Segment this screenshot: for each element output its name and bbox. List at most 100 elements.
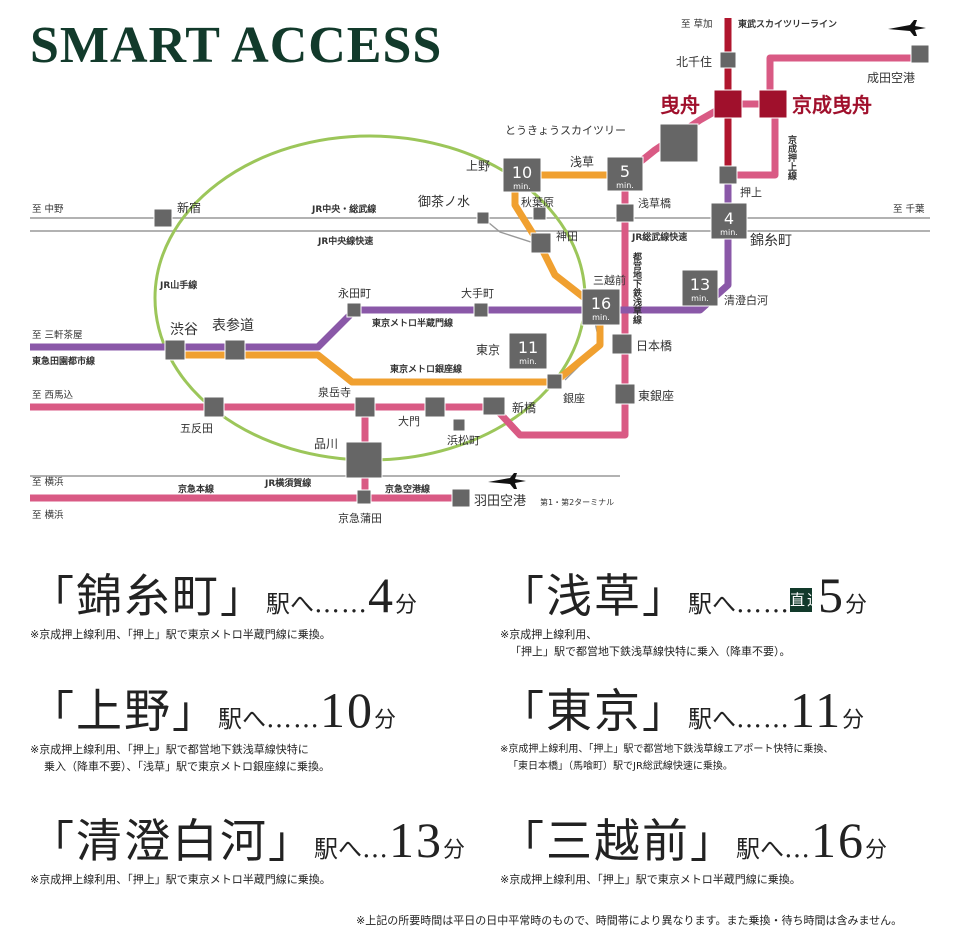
- name-shibuya: 渋谷: [170, 322, 198, 338]
- name-kitasenju: 北千住: [676, 55, 712, 69]
- badge-asakusa: 5 min.: [606, 156, 644, 192]
- name-ueno: 上野: [466, 159, 490, 173]
- line-sobu-rapid: JR総武線快速: [631, 231, 687, 243]
- name-mitsukoshimae: 三越前: [593, 273, 626, 287]
- name-haneda: 羽田空港: [474, 494, 526, 509]
- name-asakusa: 浅草: [570, 155, 594, 169]
- oshiage-line: [728, 104, 779, 179]
- direct-badge: 直通: [790, 588, 822, 612]
- access-mitsukoshimae: 「三越前」駅へ…16分 ※京成押上線利用、「押上」駅で東京メトロ半蔵門線に乗換。: [500, 812, 888, 886]
- svg-text:4: 4: [724, 209, 734, 228]
- svg-text:min.: min.: [592, 313, 610, 322]
- svg-text:min.: min.: [691, 294, 709, 303]
- line-keikyu: 京急本線: [178, 483, 214, 495]
- keisei-line: [728, 54, 918, 108]
- access-station: 東京: [546, 684, 642, 738]
- badge-kiyosumi: 13 min.: [681, 269, 719, 307]
- access-station: 錦糸町: [76, 569, 220, 623]
- dir-kusaka: 至 草加: [681, 18, 713, 30]
- name-skytree: とうきょうスカイツリー: [505, 124, 626, 137]
- access-station: 三越前: [546, 814, 690, 868]
- name-shinjuku: 新宿: [177, 200, 201, 215]
- name-akihabara: 秋葉原: [521, 195, 554, 209]
- dir-yokohama-2: 至 横浜: [32, 509, 64, 521]
- name-hamamatsucho: 浜松町: [447, 433, 480, 447]
- line-asakusa-vertical: 都営地下鉄浅草線: [631, 251, 643, 325]
- station-ochanomizu: [476, 211, 490, 225]
- name-haneda-sub: 第1・第2ターミナル: [540, 497, 614, 507]
- name-ochanomizu: 御茶ノ水: [418, 194, 470, 210]
- svg-text:min.: min.: [519, 357, 537, 366]
- route-map: 至 草加 至 中野 至 千葉 至 三軒茶屋 至 西馬込 至 横浜 至 横浜 東武…: [30, 18, 930, 525]
- station-hikifune: [713, 89, 743, 119]
- access-asakusa: 「浅草」駅へ……直通5分 ※京成押上線利用、 「押上」駅で都営地下鉄浅草線快特に…: [500, 567, 868, 658]
- station-kanda: [530, 232, 552, 254]
- station-otemachi: [473, 302, 489, 318]
- line-keikyu-airport: 京急空港線: [385, 483, 430, 495]
- line-ginza: 東京メトロ銀座線: [390, 363, 462, 375]
- line-chuo-sobu: JR中央・総武線: [311, 203, 376, 215]
- line-toyoko: 東急田園都市線: [32, 355, 95, 367]
- station-asakusabashi: [615, 203, 635, 223]
- dir-nakano: 至 中野: [32, 203, 64, 215]
- access-station: 清澄白河: [76, 814, 268, 868]
- station-shibuya: [164, 339, 186, 361]
- station-gotanda: [203, 396, 225, 418]
- station-narita: [910, 44, 930, 64]
- svg-text:16: 16: [591, 294, 611, 313]
- access-station: 浅草: [546, 569, 642, 623]
- svg-text:13: 13: [690, 275, 710, 294]
- line-yokosuka: JR横須賀線: [264, 477, 311, 489]
- station-sengakuji: [354, 396, 376, 418]
- name-asakusabashi: 浅草橋: [638, 196, 671, 210]
- station-higashiginza: [614, 383, 636, 405]
- dir-yokohama-1: 至 横浜: [32, 476, 64, 488]
- station-keisei-hikifune: [758, 89, 788, 119]
- name-shinagawa: 品川: [314, 437, 338, 451]
- badge-tokyo: 11 min.: [508, 332, 548, 370]
- access-kiyosumi: 「清澄白河」駅へ…13分 ※京成押上線利用、「押上」駅で東京メトロ半蔵門線に乗換…: [30, 812, 466, 886]
- name-sengakuji: 泉岳寺: [318, 385, 351, 399]
- station-nihonbashi: [611, 333, 633, 355]
- line-hanzomon: 東京メトロ半蔵門線: [372, 317, 453, 329]
- station-hamamatsucho: [452, 418, 466, 432]
- svg-text:10: 10: [512, 163, 532, 182]
- svg-text:min.: min.: [616, 181, 634, 190]
- name-kinshicho: 錦糸町: [750, 232, 792, 249]
- line-yamanote: JR山手線: [159, 279, 197, 291]
- line-oshiage-vertical: 京成押上線: [786, 134, 797, 181]
- access-station: 上野: [76, 684, 172, 738]
- name-kiyosumi: 清澄白河: [724, 293, 768, 307]
- svg-text:min.: min.: [720, 228, 738, 237]
- name-tokyo: 東京: [476, 343, 500, 357]
- name-daimon: 大門: [398, 414, 420, 428]
- station-shinagawa: [345, 441, 383, 479]
- line-chuo-rapid: JR中央線快速: [317, 235, 373, 247]
- name-oshiage: 押上: [740, 185, 762, 199]
- station-ginza: [546, 373, 563, 390]
- svg-text:min.: min.: [513, 182, 531, 191]
- footnote: ※上記の所要時間は平日の日中平常時のもので、時間帯により異なります。また乗換・待…: [356, 914, 903, 927]
- station-shinjuku: [153, 208, 173, 228]
- name-nagatacho: 永田町: [338, 286, 371, 300]
- badge-kinshicho: 4 min.: [710, 202, 748, 240]
- name-shinbashi: 新橋: [512, 400, 536, 415]
- name-keikyukamata: 京急蒲田: [338, 511, 382, 525]
- name-hikifune: 曳舟: [660, 93, 700, 117]
- station-kitasenju: [719, 51, 737, 69]
- name-ginza: 銀座: [563, 391, 585, 405]
- name-narita: 成田空港: [867, 71, 915, 85]
- page-title: SMART ACCESS: [30, 17, 443, 74]
- station-nagatacho: [346, 302, 362, 318]
- dir-chiba: 至 千葉: [893, 203, 925, 215]
- station-omotesando: [224, 339, 246, 361]
- name-omotesando: 表参道: [212, 317, 254, 334]
- badge-mitsukoshimae: 16 min.: [581, 288, 621, 326]
- station-daimon: [424, 396, 446, 418]
- name-kanda: 神田: [556, 229, 578, 243]
- badge-ueno: 10 min.: [502, 157, 542, 193]
- name-nihonbashi: 日本橋: [636, 339, 672, 353]
- name-gotanda: 五反田: [180, 422, 213, 435]
- access-ueno: 「上野」駅へ……10分 ※京成押上線利用、「押上」駅で都営地下鉄浅草線快特に 乗…: [30, 682, 397, 773]
- svg-text:5: 5: [620, 162, 630, 181]
